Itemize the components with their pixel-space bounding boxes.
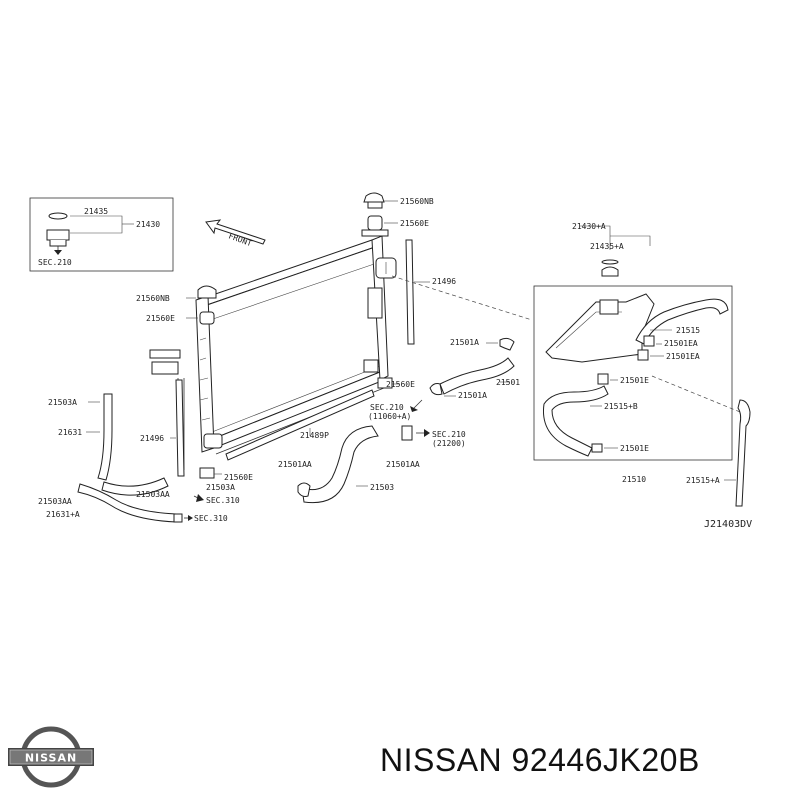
seal-strips-lower: 21496 21489P <box>140 379 375 477</box>
label-21496-left: 21496 <box>140 434 164 443</box>
label-21510: 21510 <box>622 475 646 484</box>
label-21560nb-top: 21560NB <box>400 197 434 206</box>
label-21430a: 21430+A <box>572 222 606 231</box>
reservoir-box: 21430+A 21435+A 21515 21501EA 21501EA 21… <box>533 222 733 461</box>
label-21501aa-a: 21501AA <box>278 460 312 469</box>
label-21503: 21503 <box>370 483 394 492</box>
arrow-icon <box>196 494 204 502</box>
arrow-icon <box>410 406 418 412</box>
label-21501ea-a: 21501EA <box>664 339 698 348</box>
front-arrow: FRONT <box>205 219 266 248</box>
label-21631: 21631 <box>58 428 82 437</box>
lower-hose: SEC.210 (21200) 21501AA 21501AA 21503 <box>278 425 466 504</box>
inset-label-sec210: SEC.210 <box>38 258 72 267</box>
upper-hose: 21501A 21501 21501A 21560E SEC.210 (1106… <box>368 337 520 421</box>
drawing-code: J21403DV <box>704 519 752 530</box>
label-21496-right: 21496 <box>432 277 456 286</box>
label-21515b: 21515+B <box>604 402 638 411</box>
label-21501a-lower: 21501A <box>458 391 487 400</box>
top-mount-parts: 21560NB 21560E <box>361 192 434 237</box>
label-21560e-low: 21560E <box>224 473 253 482</box>
label-21631a: 21631+A <box>46 510 80 519</box>
radiator-core <box>149 235 397 470</box>
label-21501e-a: 21501E <box>620 376 649 385</box>
label-sec210-a: SEC.210 <box>370 403 404 412</box>
label-sec210-a2: (11060+A) <box>368 412 411 421</box>
part-number-title: NISSAN 92446JK20B <box>380 742 700 778</box>
logo-text: NISSAN <box>25 752 77 765</box>
label-21515a: 21515+A <box>686 476 720 485</box>
cap-inset: 21435 21430 SEC.210 <box>29 197 174 272</box>
left-hoses: 21503A 21631 21503AA 21631+A 21503AA 215… <box>38 393 253 523</box>
label-sec310-b: SEC.310 <box>194 514 228 523</box>
label-21503aa-left: 21503AA <box>38 497 72 506</box>
label-21560nb-left: 21560NB <box>136 294 170 303</box>
label-21501: 21501 <box>496 378 520 387</box>
inset-label-21430: 21430 <box>136 220 160 229</box>
label-21560e-top: 21560E <box>400 219 429 228</box>
label-21503aa-mid: 21503AA <box>136 490 170 499</box>
label-sec210-b2: (21200) <box>432 439 466 448</box>
label-21503a-left: 21503A <box>48 398 77 407</box>
arrow-right-icon <box>424 429 430 437</box>
label-21501a-upper: 21501A <box>450 338 479 347</box>
label-21501ea-b: 21501EA <box>666 352 700 361</box>
label-21560e-mid: 21560E <box>386 380 415 389</box>
label-21503a-low: 21503A <box>206 483 235 492</box>
label-21560e-left: 21560E <box>146 314 175 323</box>
arrow-down-icon <box>54 250 62 255</box>
arrow-right-icon <box>188 515 193 521</box>
nissan-logo: NISSAN <box>8 726 94 788</box>
label-21489p: 21489P <box>300 431 329 440</box>
inset-label-21435: 21435 <box>84 207 108 216</box>
label-21501aa-b: 21501AA <box>386 460 420 469</box>
label-21501e-b: 21501E <box>620 444 649 453</box>
seal-strip-right: 21496 <box>405 239 456 345</box>
label-sec210-b: SEC.210 <box>432 430 466 439</box>
label-21435a: 21435+A <box>590 242 624 251</box>
overflow-hose: 21515+A <box>686 399 751 507</box>
label-sec310-a: SEC.310 <box>206 496 240 505</box>
label-21515: 21515 <box>676 326 700 335</box>
left-mount-parts: 21560NB 21560E <box>136 285 217 325</box>
